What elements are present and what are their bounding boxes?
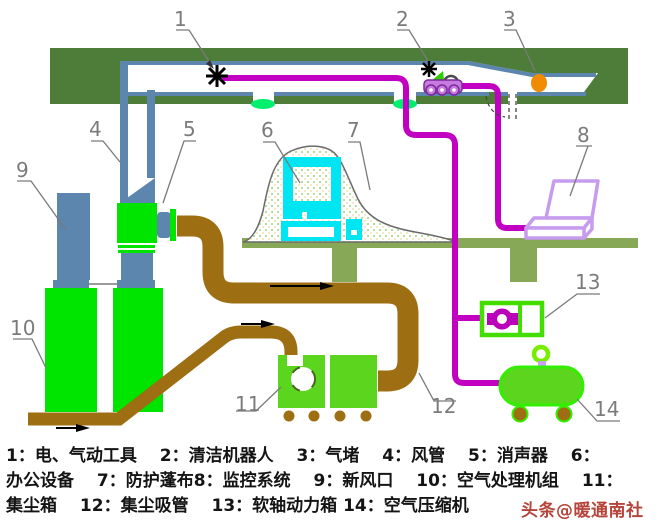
dust-suction-pipe-lower	[28, 325, 298, 426]
callout-9: 9	[16, 158, 29, 182]
leader-arrowhead-icon	[206, 60, 214, 69]
monitor-stand-right	[307, 212, 341, 219]
dust-box-wheel-4	[360, 410, 372, 422]
laptop-lid	[544, 179, 600, 220]
compressor-gauge	[531, 344, 551, 364]
callout-12: 12	[431, 394, 457, 418]
duct-top-wall	[122, 61, 596, 77]
power-box-motor-tab-left	[487, 313, 495, 325]
compressor-wheel-left	[511, 405, 529, 423]
robot-control-cable	[461, 83, 535, 231]
tool-power-cable	[220, 75, 501, 386]
unit-cap-right	[117, 280, 155, 288]
muffler-connector	[157, 212, 171, 238]
duct-drop-segment	[121, 253, 153, 280]
air-handling-unit-left	[45, 288, 97, 412]
callout-7: 7	[347, 118, 360, 142]
vent-diffuser-1	[251, 99, 275, 109]
legend-line-2: 办公设备 7：防护蓬布8：监控系统 9：新风口 10：空气处理机组 11：	[6, 471, 623, 491]
table-top	[242, 238, 638, 248]
callout-4: 4	[89, 117, 102, 141]
tool-burst-icon	[206, 65, 228, 87]
mouse	[346, 219, 362, 240]
callout-1: 1	[174, 7, 187, 31]
callout-13: 13	[575, 270, 601, 294]
flow-arrow-icon	[76, 424, 90, 432]
dust-box-inlet-notch	[287, 355, 303, 366]
cable-hidden-arc	[485, 95, 506, 118]
unit-cap-left	[53, 280, 89, 288]
callout-3: 3	[503, 7, 516, 31]
callout-2: 2	[396, 7, 409, 31]
monitor-screen	[293, 167, 331, 201]
compressor-tank	[498, 365, 585, 407]
duct-access-slot	[508, 92, 517, 120]
legend: 1：电、气动工具 2：清洁机器人 3：气堵 4：风管 5：消声器 6： 办公设备…	[6, 444, 654, 519]
callout-8: 8	[577, 123, 590, 147]
mouse-button	[351, 230, 357, 235]
dust-box-wheel-1	[283, 410, 295, 422]
flow-arrow-icon	[320, 282, 334, 290]
robot-burst-icon	[421, 61, 437, 77]
power-box-motor-tab-right	[510, 313, 518, 325]
legend-line-3: 集尘箱 12：集尘吸管 13：软轴动力箱 14：空气压缩机	[6, 496, 469, 516]
callout-14: 14	[594, 397, 620, 421]
table-leg-left	[332, 248, 357, 282]
muffler-flange-right	[170, 209, 176, 241]
flow-arrows	[56, 282, 334, 432]
monitor-stand-left	[283, 212, 302, 219]
vertical-duct-left-wall	[120, 61, 128, 203]
fresh-air-inlet	[57, 193, 90, 280]
leader-lines	[13, 29, 620, 422]
legend-line-1: 1：电、气动工具 2：清洁机器人 3：气堵 4：风管 5：消声器 6：	[6, 446, 600, 466]
callout-11: 11	[235, 392, 261, 416]
robot-direction-arrow-icon	[431, 71, 444, 81]
keyboard-keys	[288, 227, 334, 237]
air-plug	[531, 74, 547, 92]
dust-box-right	[330, 355, 377, 408]
callout-5: 5	[183, 117, 196, 141]
dust-box-port	[290, 366, 316, 392]
dust-suction-pipe-upper	[177, 215, 419, 392]
laptop	[524, 179, 600, 240]
robot-wheels	[425, 84, 460, 96]
watermark: 头条@暖通南社	[521, 501, 644, 521]
laptop-base-front	[524, 226, 586, 240]
flow-arrow-icon	[261, 320, 275, 328]
dust-box-wheel-2	[308, 410, 320, 422]
callout-6: 6	[261, 118, 274, 142]
callout-10: 10	[10, 316, 36, 340]
vertical-duct-right-wall	[147, 90, 155, 178]
muffler-flange-1	[118, 245, 155, 248]
vertical-duct-transition	[120, 178, 155, 203]
compressor-wheel-right	[555, 405, 573, 423]
power-box-motor-shaft	[497, 314, 507, 324]
muffler	[117, 203, 157, 243]
muffler-flange-2	[118, 250, 155, 253]
table-leg-right	[510, 248, 537, 282]
dust-box-wheel-3	[334, 410, 346, 422]
